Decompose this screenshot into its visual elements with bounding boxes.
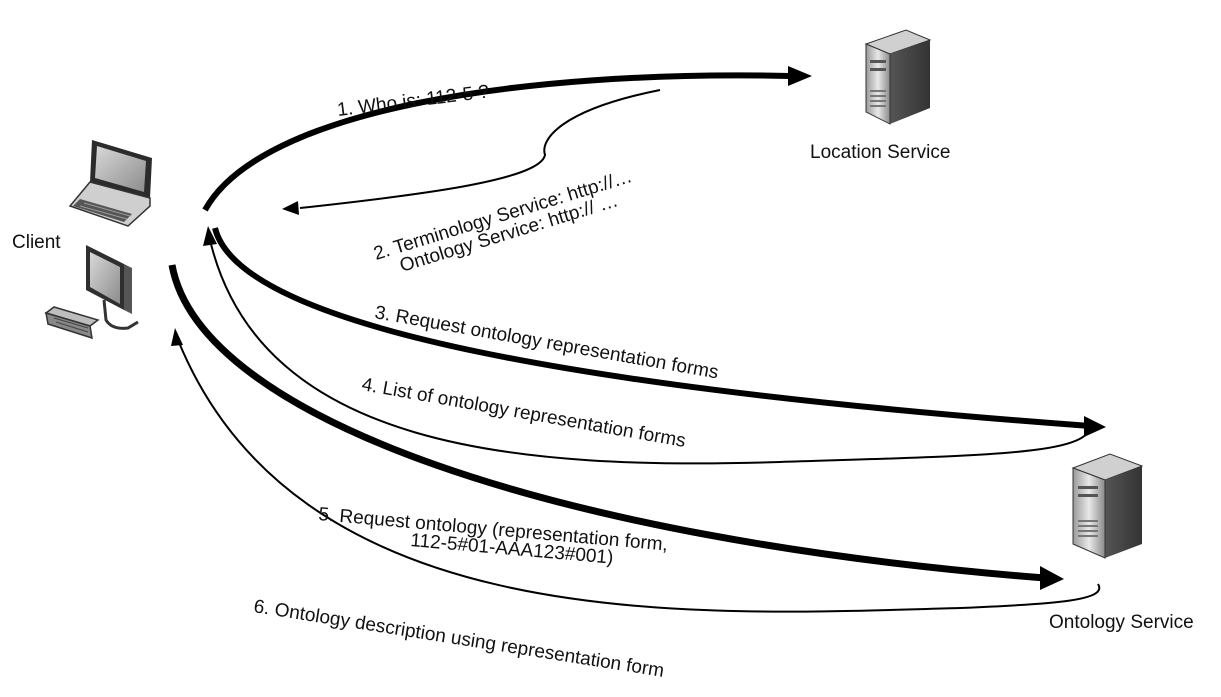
arrow-4-response: [203, 226, 1092, 465]
location-server-icon: [864, 29, 932, 125]
arrow-2-response: [282, 89, 661, 215]
location-service-label: Location Service: [810, 142, 950, 163]
arrow-3-request: [212, 227, 1106, 437]
laptop-icon: [68, 140, 152, 227]
client-label: Client: [12, 232, 61, 253]
ontology-server-icon: [1071, 453, 1144, 559]
arrow-5-request: [168, 264, 1064, 590]
arrow-1-request: [202, 66, 812, 212]
ontology-service-label: Ontology Service: [1049, 612, 1194, 633]
arrow-6-response: [171, 328, 1101, 613]
message-4-label: 4. List of ontology representation forms: [360, 374, 687, 452]
desktop-computer-icon: [44, 245, 139, 340]
message-6-label: 6. Ontology description using representa…: [252, 596, 665, 682]
message-1-label: 1. Who is: 112-5 ?: [336, 81, 490, 120]
